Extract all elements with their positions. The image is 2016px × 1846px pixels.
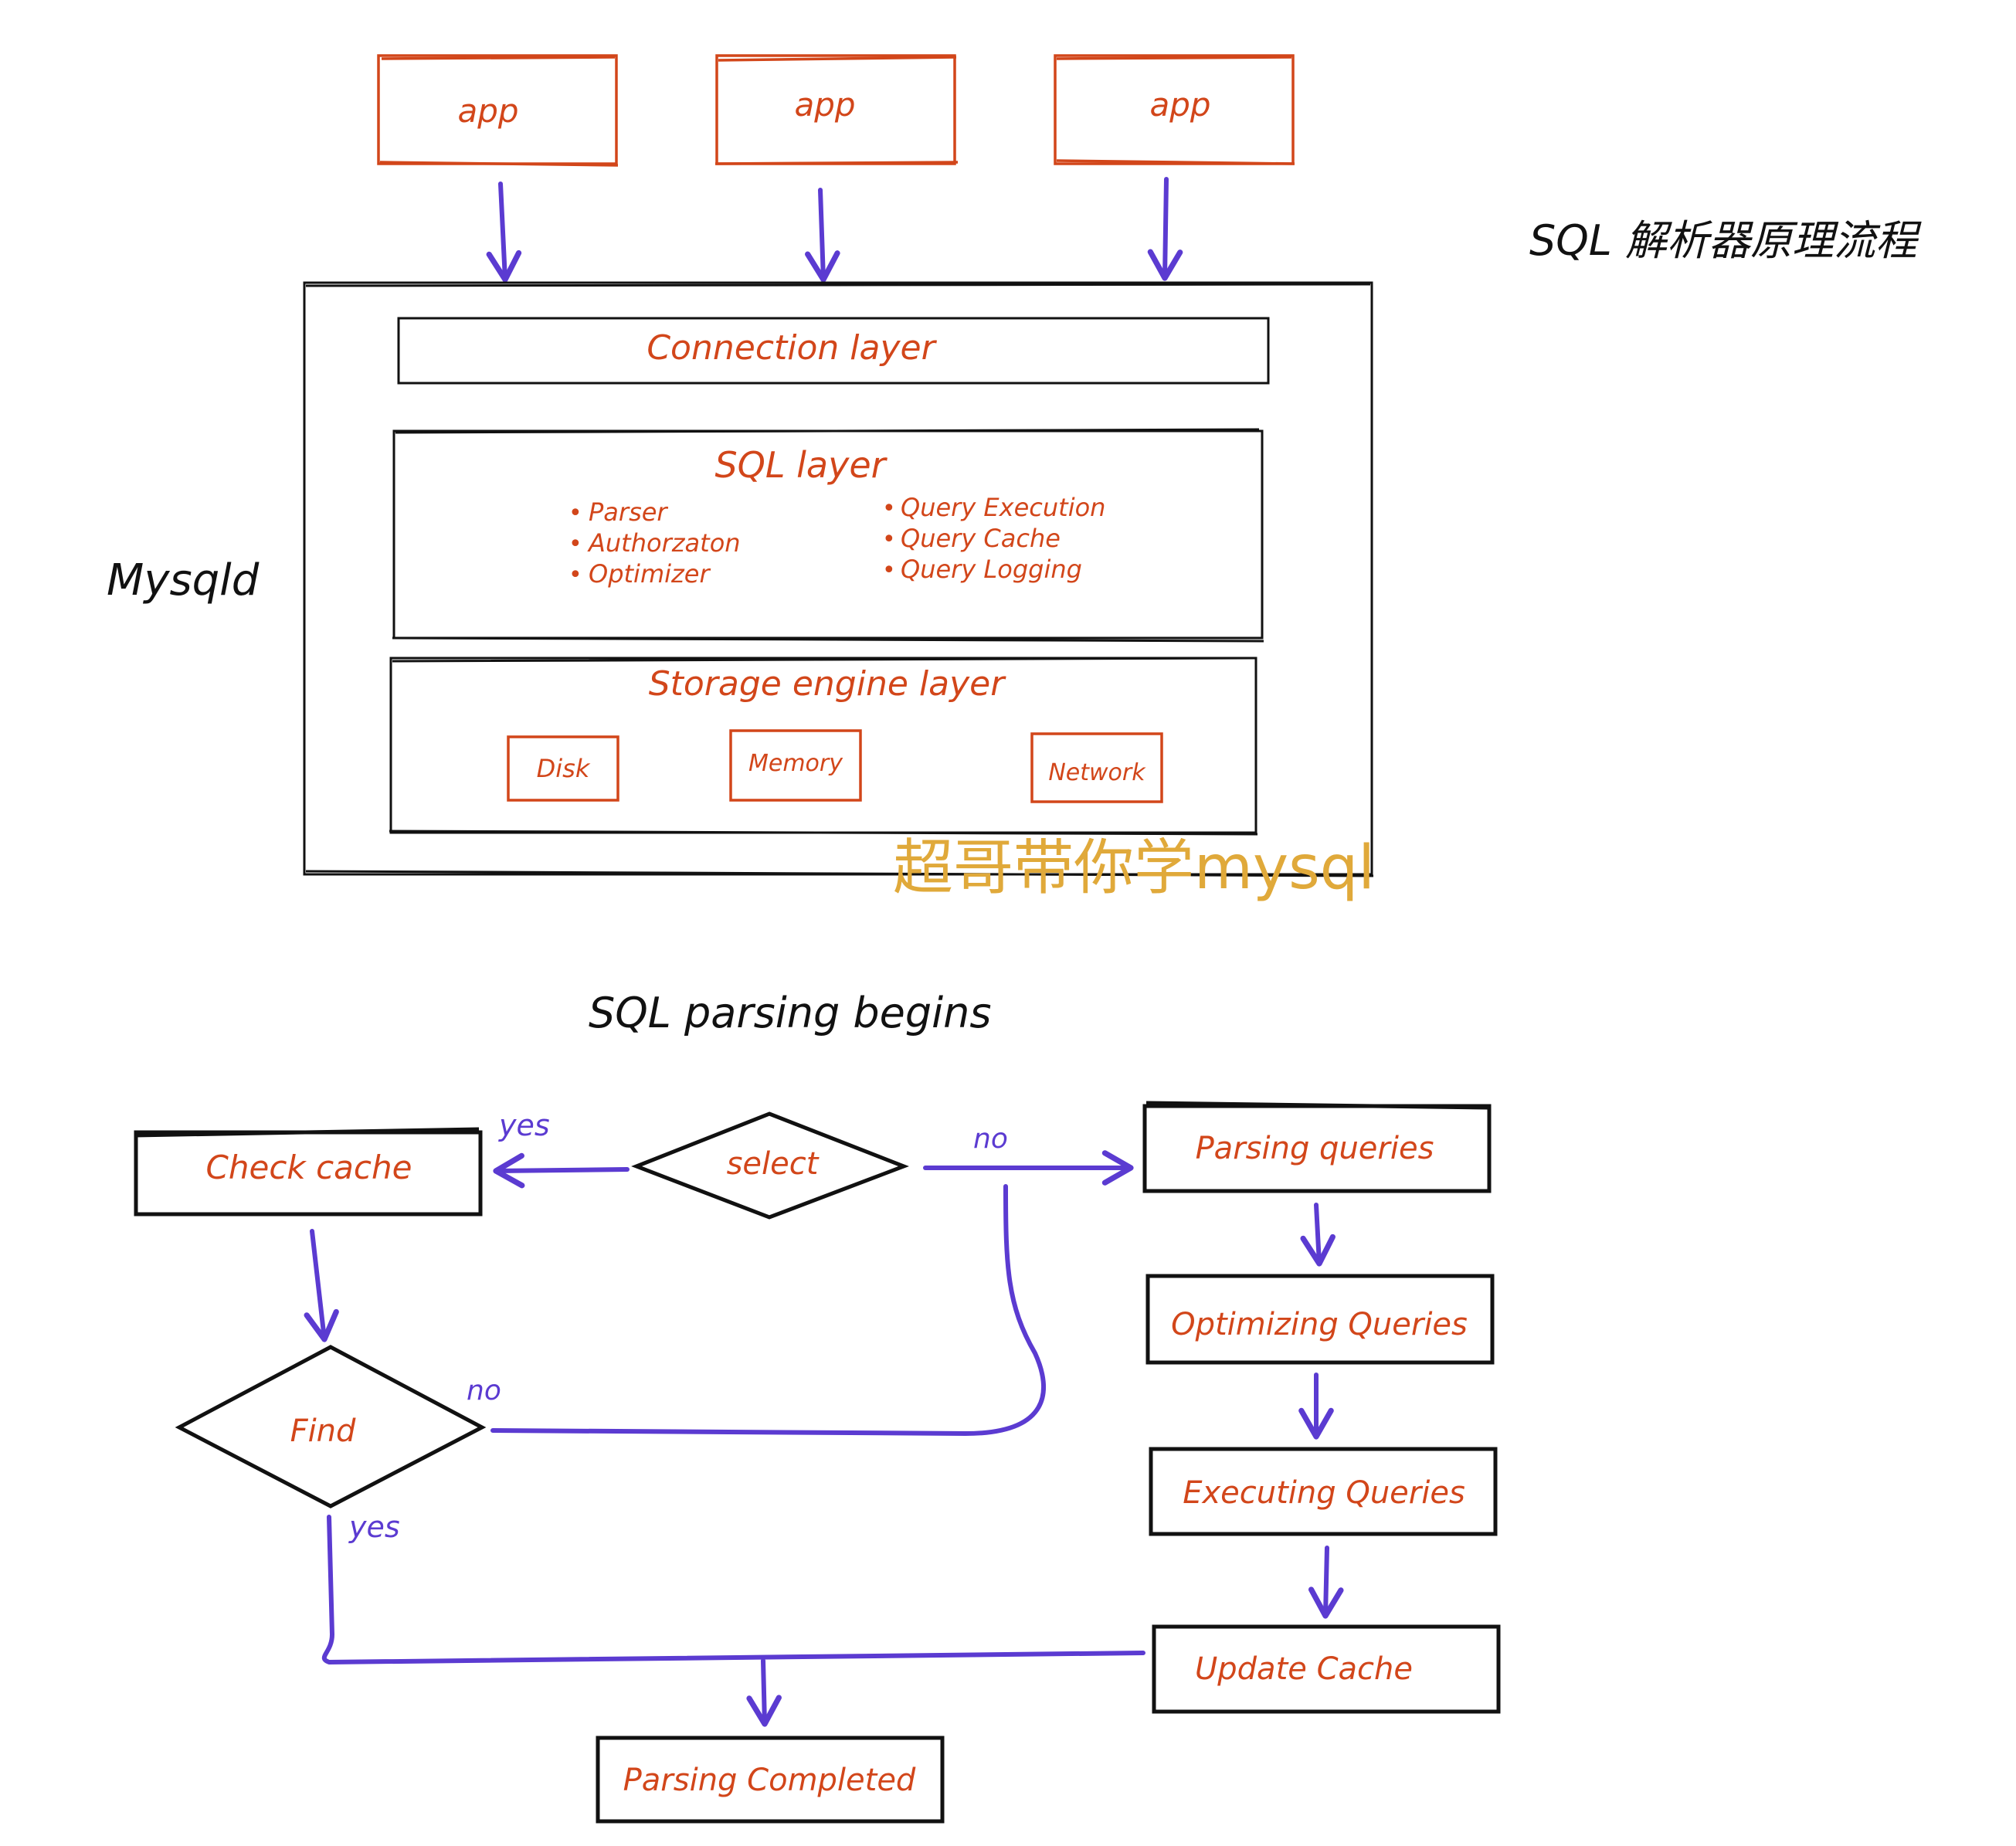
mysqld-container	[303, 281, 1374, 877]
check-cache-node: Check cache	[134, 1127, 483, 1217]
app-node-3: app	[1054, 54, 1295, 165]
app1-to-mysqld-arrow	[486, 182, 522, 283]
app-node-2: app	[714, 54, 959, 165]
app-node-1: app	[377, 54, 619, 167]
sql-item-query-logging: Query Logging	[901, 555, 1082, 584]
sql-bullet: •	[882, 495, 896, 522]
mysqld-label: Mysqld	[107, 555, 260, 606]
engine-disk-label: Disk	[537, 754, 591, 783]
parsing-to-optimizing-arrow	[1300, 1203, 1336, 1267]
optimizing-queries-node: Optimizing Queries	[1145, 1274, 1495, 1365]
watermark: 超哥带你学mysql	[893, 833, 1375, 903]
sql-item-authorzaton: Authorzaton	[587, 528, 741, 558]
update-cache-label: Update Cache	[1195, 1651, 1413, 1687]
executing-queries-label: Executing Queries	[1183, 1475, 1465, 1511]
engine-network: Network	[1030, 732, 1163, 803]
flow-heading: SQL parsing begins	[589, 989, 992, 1037]
engine-disk: Disk	[507, 735, 619, 802]
sql-bullet: •	[568, 562, 582, 589]
engine-network-label: Network	[1048, 759, 1146, 786]
select-label: select	[727, 1146, 820, 1182]
connection-layer-label: Connection layer	[647, 328, 937, 368]
diagram-title: SQL 解析器原理流程	[1529, 216, 1922, 265]
sql-layer-title: SQL layer	[714, 444, 888, 486]
parsing-completed-label: Parsing Completed	[623, 1763, 916, 1798]
parsing-completed-node: Parsing Completed	[596, 1736, 945, 1824]
sql-bullet: •	[882, 557, 896, 584]
sql-item-query-cache: Query Cache	[901, 524, 1061, 553]
find-no-label: no	[467, 1375, 501, 1407]
executing-to-update-cache-arrow	[1308, 1546, 1344, 1619]
check-cache-to-find-arrow	[304, 1229, 339, 1342]
select-decision: select	[631, 1111, 909, 1220]
optimizing-queries-label: Optimizing Queries	[1171, 1307, 1468, 1342]
engine-memory-label: Memory	[748, 750, 843, 777]
app-label-1: app	[457, 92, 518, 130]
storage-engine-layer: Storage engine layer Disk Memory Network	[389, 657, 1258, 836]
sql-layer: SQL layer • Parser • Authorzaton • Optim…	[392, 428, 1264, 643]
find-yes-label: yes	[348, 1510, 400, 1544]
sql-bullet: •	[568, 500, 582, 527]
app-label-2: app	[794, 86, 855, 124]
select-yes-label: yes	[498, 1108, 550, 1142]
check-cache-label: Check cache	[206, 1149, 412, 1186]
sql-bullet: •	[568, 531, 582, 558]
executing-queries-node: Executing Queries	[1149, 1447, 1498, 1536]
select-to-check-cache-arrow	[493, 1152, 630, 1189]
storage-layer-title: Storage engine layer	[649, 664, 1006, 704]
sql-layer-right-list: • Query Execution • Query Cache • Query …	[882, 493, 1105, 584]
find-label: Find	[290, 1413, 356, 1449]
update-cache-node: Update Cache	[1152, 1624, 1501, 1714]
sql-bullet: •	[882, 526, 896, 553]
sql-layer-left-list: • Parser • Authorzaton • Optimizer	[568, 497, 741, 589]
connection-layer: Connection layer	[397, 317, 1270, 385]
sql-item-query-execution: Query Execution	[901, 493, 1105, 522]
app3-to-mysqld-arrow	[1147, 177, 1183, 281]
sql-item-parser: Parser	[589, 497, 668, 527]
sql-item-optimizer: Optimizer	[589, 559, 711, 589]
app-label-3: app	[1149, 86, 1210, 124]
parsing-queries-node: Parsing queries	[1142, 1101, 1492, 1193]
find-decision: Find	[175, 1345, 487, 1508]
find-no-path	[490, 1184, 1046, 1436]
engine-memory: Memory	[729, 729, 862, 802]
find-yes-and-update-cache-path	[321, 1515, 1145, 1664]
select-no-label: no	[973, 1123, 1008, 1155]
to-parsing-completed-arrow	[746, 1658, 782, 1727]
parsing-queries-label: Parsing queries	[1196, 1131, 1434, 1166]
app2-to-mysqld-arrow	[805, 188, 840, 283]
